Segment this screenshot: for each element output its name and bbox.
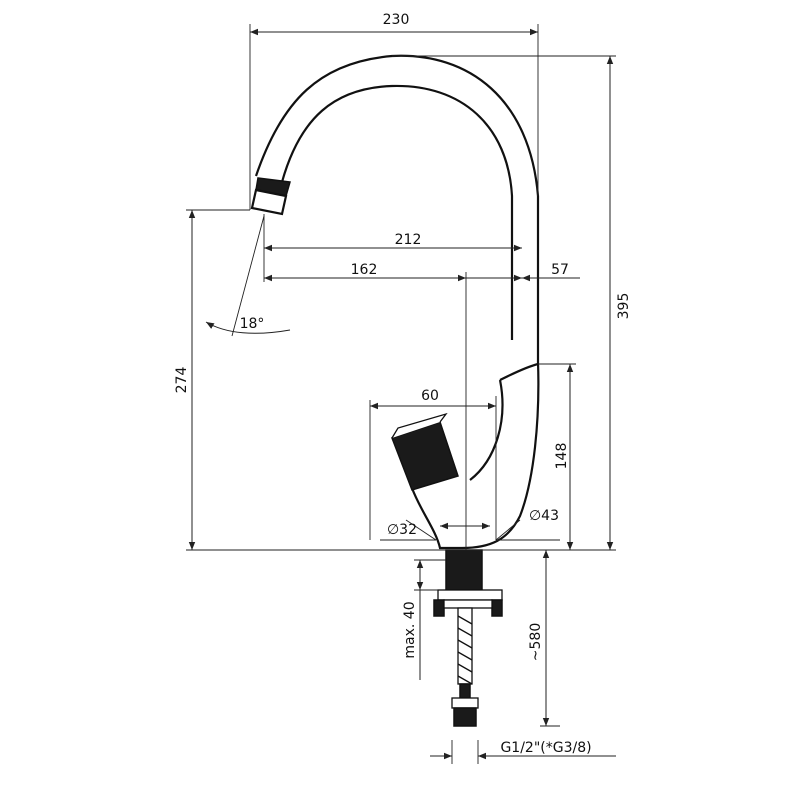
label-60: 60 [421,388,439,404]
lever-handle [391,412,459,491]
label-max-40: max. 40 [402,601,418,658]
label-18-deg: 18° [240,316,265,332]
faucet-outline [250,54,540,727]
dimension-labels: 230 212 162 57 18° 60 ∅32 ∅43 395 274 14… [174,12,632,756]
braided-hose [451,607,479,727]
label-diameter-43: ∅43 [529,508,559,524]
label-230: 230 [383,12,410,28]
mounting-shank [433,549,503,617]
label-395: 395 [616,293,632,320]
label-148: 148 [554,443,570,470]
aerator [250,177,291,216]
label-274: 274 [174,367,190,394]
label-connection-thread: G1/2"(*G3/8) [500,740,591,756]
label-212: 212 [395,232,422,248]
label-162: 162 [351,262,378,278]
extension-lines [186,24,616,764]
label-580: ~580 [528,623,544,661]
label-57: 57 [551,262,569,278]
label-diameter-32: ∅32 [387,522,417,538]
dimension-lines [188,28,616,760]
